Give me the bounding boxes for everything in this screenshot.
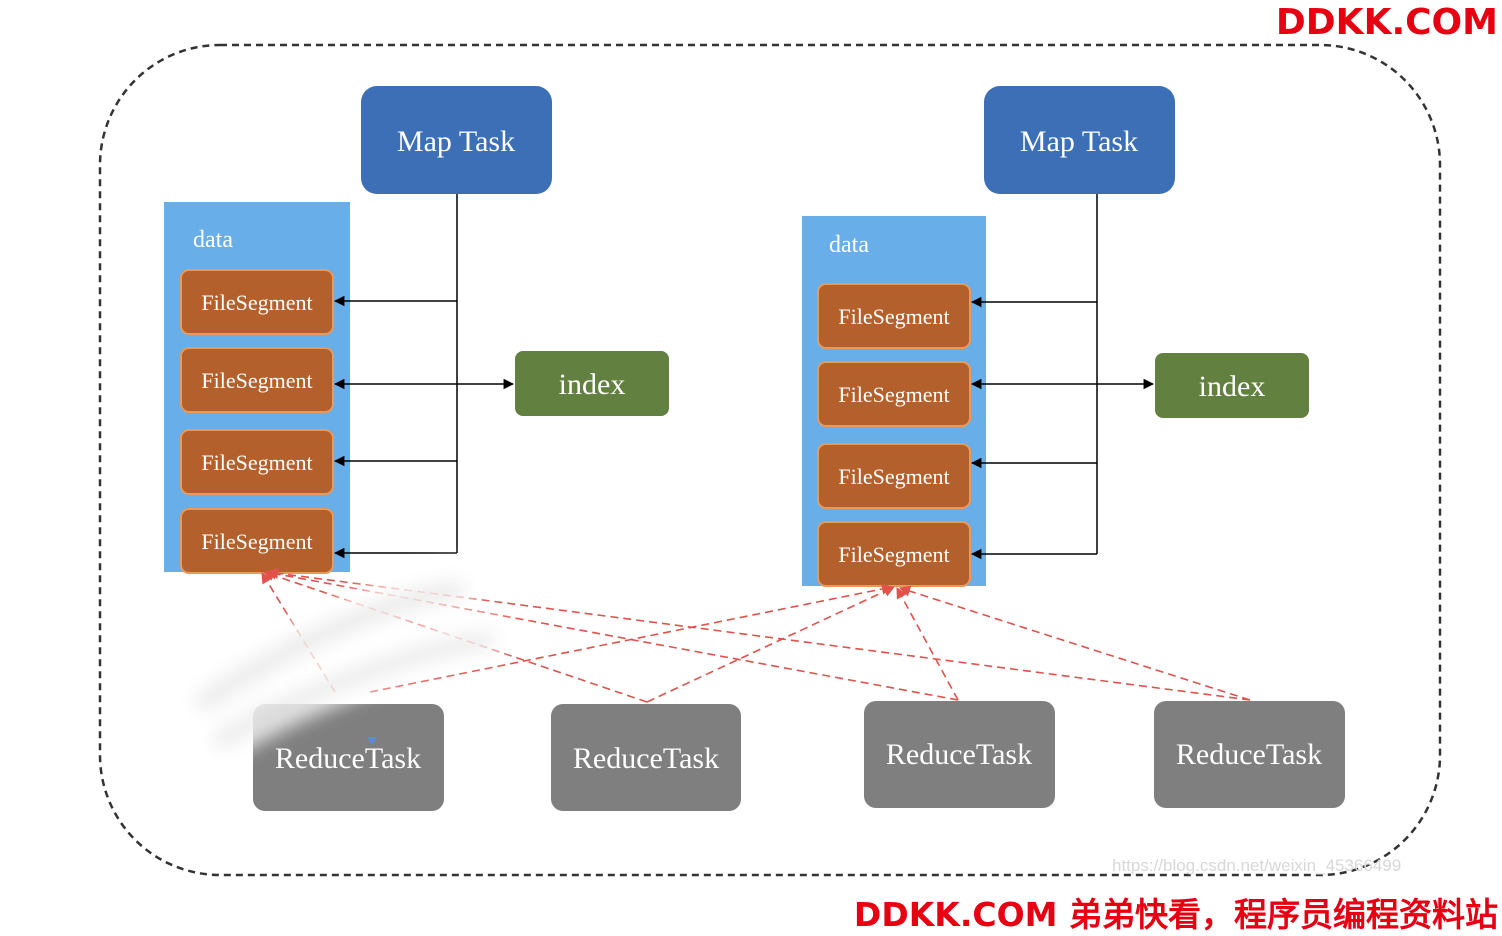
left-data-label: data [193, 227, 233, 253]
left-file-segment: FileSegment [180, 269, 334, 335]
left-index-label: index [559, 368, 626, 401]
left-map-task: Map Task [361, 86, 552, 194]
right-file-segment-label: FileSegment [838, 464, 949, 489]
reduce-task-label: ReduceTask [1176, 738, 1322, 771]
left-file-segment: FileSegment [180, 508, 334, 574]
right-file-segment-label: FileSegment [838, 542, 949, 567]
right-index: index [1155, 353, 1309, 418]
right-file-segment: FileSegment [817, 521, 971, 587]
reduce-task: ReduceTask [1154, 701, 1345, 808]
cursor-marker-icon [367, 737, 377, 745]
site-watermark-bottom: DDKK.COM 弟弟快看，程序员编程资料站 [853, 895, 1498, 934]
source-watermark: https://blog.csdn.net/weixin_45366499 [1112, 856, 1402, 875]
left-file-segment: FileSegment [180, 429, 334, 495]
reduce-task: ReduceTask [551, 704, 741, 811]
reduce-task-label: ReduceTask [886, 738, 1032, 771]
left-map-connectors [333, 194, 515, 559]
left-index: index [515, 351, 669, 416]
right-map-task-label: Map Task [1020, 125, 1138, 158]
right-file-segment: FileSegment [817, 443, 971, 509]
right-map-group: data FileSegment FileSegment FileSegment… [802, 86, 1309, 587]
left-file-segment-label: FileSegment [201, 450, 312, 475]
site-watermark-top: DDKK.COM [1275, 2, 1498, 43]
right-file-segment-label: FileSegment [838, 304, 949, 329]
reduce-task-label: ReduceTask [573, 742, 719, 775]
smudge-marks [177, 562, 507, 764]
left-file-segment-label: FileSegment [201, 529, 312, 554]
right-map-connectors [970, 194, 1155, 560]
right-file-segment: FileSegment [817, 361, 971, 427]
reduce-task-label: ReduceTask [275, 742, 421, 775]
left-file-segment-label: FileSegment [201, 368, 312, 393]
right-index-label: index [1199, 370, 1266, 403]
left-file-segment: FileSegment [180, 347, 334, 413]
right-file-segment-label: FileSegment [838, 382, 949, 407]
left-file-segment-label: FileSegment [201, 290, 312, 315]
right-data-label: data [829, 232, 869, 258]
left-map-task-label: Map Task [397, 125, 515, 158]
worker-boundary [98, 43, 1442, 877]
right-file-segment: FileSegment [817, 283, 971, 349]
reduce-task: ReduceTask [253, 704, 444, 811]
right-map-task: Map Task [984, 86, 1175, 194]
left-map-group: data FileSegment FileSegment FileSegment… [164, 86, 669, 574]
reduce-task: ReduceTask [864, 701, 1055, 808]
